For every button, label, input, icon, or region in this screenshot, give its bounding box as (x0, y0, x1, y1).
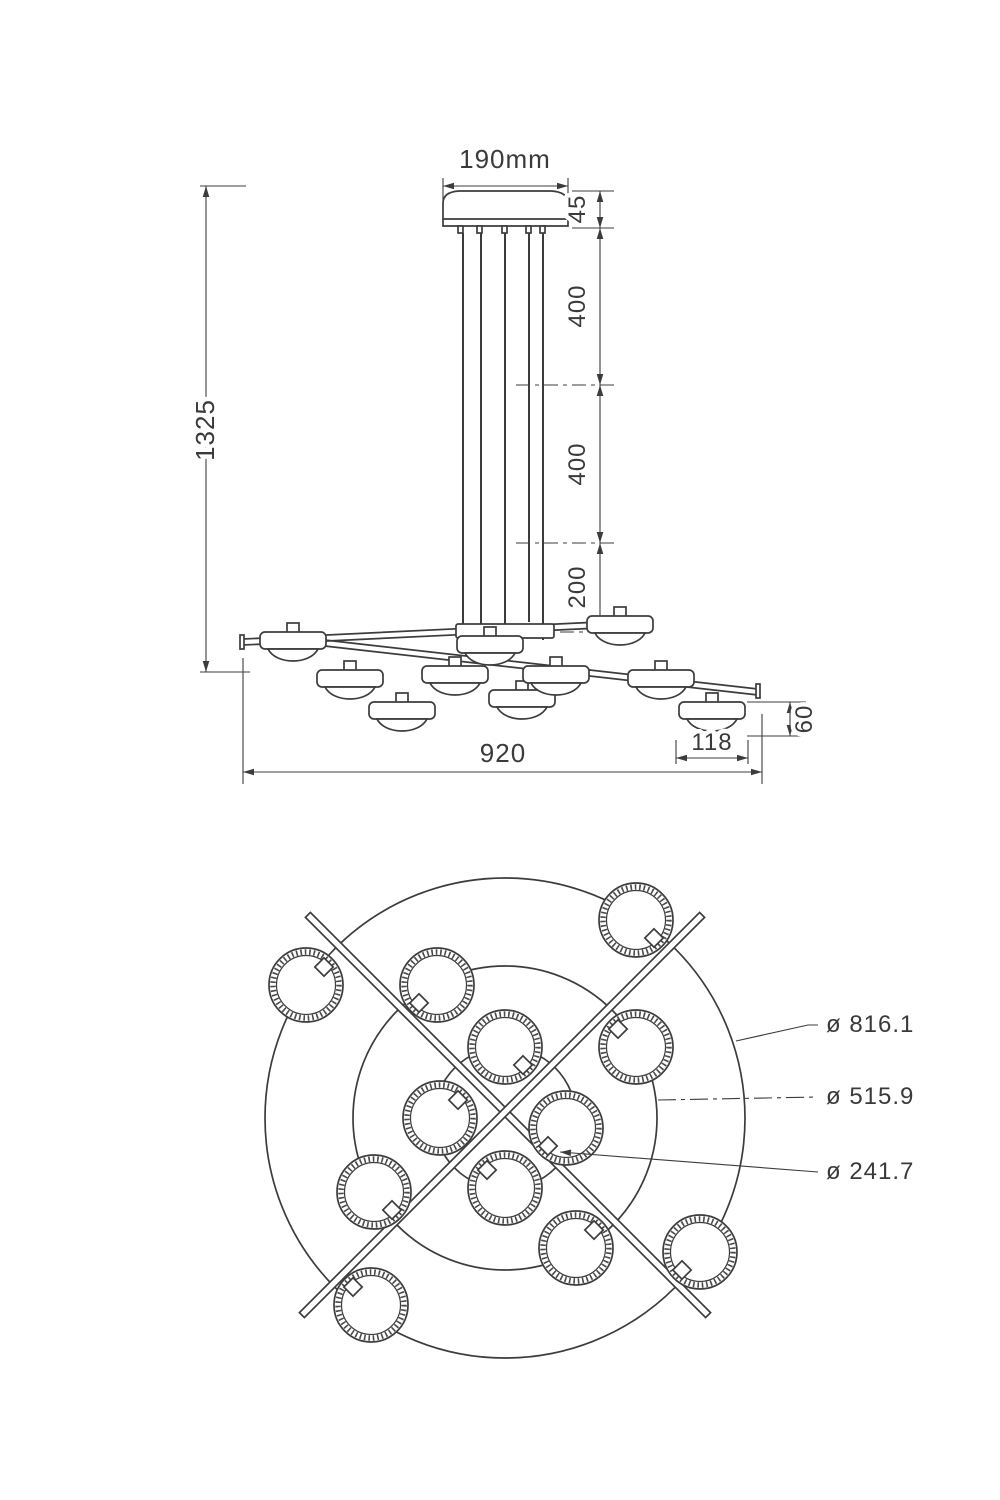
lamp-head-plan (400, 948, 474, 1022)
dimension-label-400-middle: 400 (564, 442, 591, 485)
dimension-chain-rod-segments: 45 400 400 200 (516, 190, 614, 633)
lamp-head-plan (529, 1091, 603, 1165)
dimension-label-190mm: 190mm (459, 144, 551, 174)
lamp-head-plan (468, 1010, 542, 1084)
lamp-head-side (678, 692, 746, 732)
diameter-label-241: ø 241.7 (826, 1158, 914, 1185)
suspension-rods (462, 233, 544, 648)
dimension-head-height: 60 (747, 700, 823, 738)
lamp-head-side (316, 660, 384, 700)
lamp-mount (643, 927, 665, 949)
lamp-mount (313, 956, 335, 978)
lamp-mount (381, 1199, 403, 1221)
lamp-head-plan (663, 1215, 737, 1289)
rod-socket (525, 225, 532, 234)
dimension-overall-drop: 1325 (186, 185, 250, 673)
callout-outer-diameter: ø 816.1 (735, 1011, 914, 1042)
dimension-fixture-width: 920 (242, 658, 763, 784)
lamp-mounts-plan (313, 927, 693, 1298)
dimension-label-200: 200 (564, 565, 591, 608)
lamp-mount (512, 1054, 534, 1076)
lamp-head-side (627, 660, 695, 700)
ceiling-canopy (442, 190, 569, 234)
lamp-mount (342, 1276, 364, 1298)
lamp-mount (537, 1135, 559, 1157)
lamp-mount (607, 1018, 629, 1040)
plan-view: ø 816.1 ø 515.9 ø 241.7 (264, 877, 914, 1359)
dimension-canopy-diameter: 190mm (442, 144, 569, 202)
outer-diameter-circle (264, 877, 746, 1359)
lamp-head-plan (599, 1010, 673, 1084)
callout-middle-diameter: ø 515.9 (657, 1083, 914, 1110)
dimension-label-60: 60 (791, 705, 818, 734)
lamp-head-plan (334, 1268, 408, 1342)
lamp-head-plan (403, 1081, 477, 1155)
lamp-head-plan (337, 1155, 411, 1229)
lamp-head-side (368, 692, 436, 732)
lamp-head-plan (539, 1211, 613, 1285)
rod-socket (501, 225, 508, 234)
arm-end-cap (239, 634, 245, 650)
callout-inner-diameter: ø 241.7 (559, 1149, 914, 1185)
leader-line-dashed (657, 1096, 819, 1101)
diameter-label-515: ø 515.9 (826, 1083, 914, 1110)
leader-line (559, 1149, 819, 1173)
lamp-head-plan (269, 948, 343, 1022)
lamp-mount (476, 1159, 498, 1181)
leader-line (735, 1024, 818, 1042)
dimension-label-400-upper: 400 (564, 284, 591, 327)
dimension-label-118: 118 (691, 729, 732, 756)
lamp-mount (671, 1259, 693, 1281)
dimension-label-45: 45 (564, 195, 591, 224)
middle-diameter-circle (352, 965, 658, 1271)
chandelier-arms (239, 606, 761, 732)
lamp-head-side (586, 606, 654, 646)
dimension-label-1325: 1325 (190, 399, 220, 461)
rod-socket (457, 225, 464, 234)
lamp-head-plan (468, 1151, 542, 1225)
rod-socket (476, 225, 483, 234)
side-elevation-view: 190mm (186, 144, 823, 784)
diameter-label-816: ø 816.1 (826, 1011, 914, 1038)
dimension-head-diameter: 118 (675, 725, 749, 764)
dimension-label-920: 920 (480, 738, 526, 768)
lamp-mount (583, 1219, 605, 1241)
canopy-body (442, 190, 569, 227)
rod-socket (539, 225, 546, 234)
lamp-mount (408, 992, 430, 1014)
lamp-head-plan (599, 883, 673, 957)
arm-end-cap (755, 683, 761, 699)
lamp-head-side (259, 622, 327, 662)
lamp-mount (447, 1089, 469, 1111)
